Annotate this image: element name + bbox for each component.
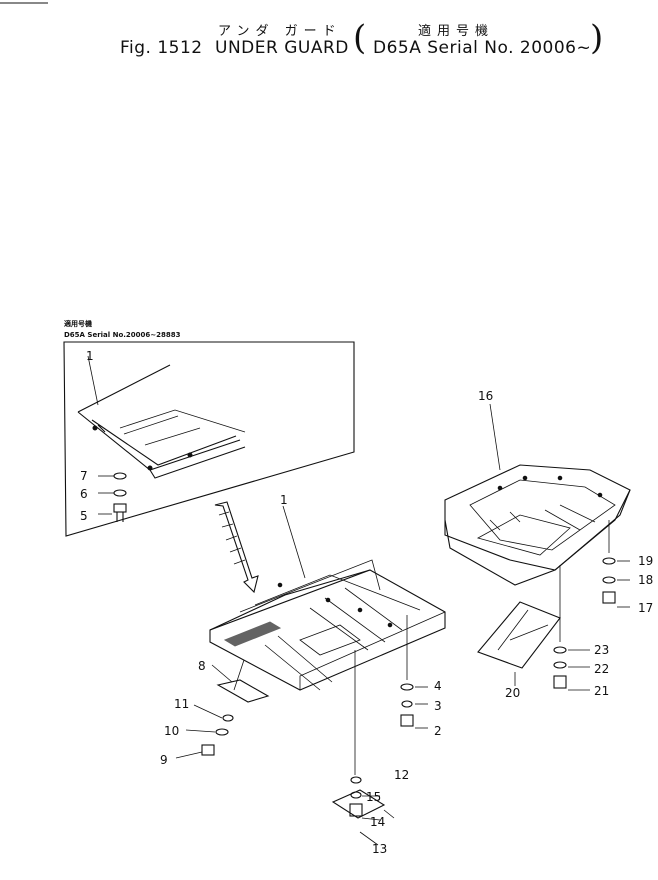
inset-bolt-hole: [187, 452, 193, 458]
plate-20: [477, 601, 561, 669]
callout-1: 1: [86, 349, 94, 363]
washer-3: [401, 700, 413, 708]
washer-10: [215, 728, 229, 736]
callout-2: 2: [434, 724, 442, 738]
inset-bolt-hole: [147, 465, 153, 471]
close-parenthesis: ): [590, 18, 604, 58]
inset-washer-6: [113, 489, 127, 497]
bolt-17: [602, 591, 616, 604]
inset-guard-rib: [119, 409, 246, 446]
callout-22: 22: [594, 662, 609, 676]
washer-19: [602, 557, 616, 565]
washer-15: [350, 776, 362, 784]
callout-17: 17: [638, 601, 653, 615]
figure-title: UNDER GUARD: [215, 38, 349, 58]
inset-japanese-label: 適用号機: [64, 319, 92, 328]
main-under-guard: [209, 505, 446, 691]
open-parenthesis: (: [353, 18, 367, 58]
callout-13: 13: [372, 842, 387, 856]
callout-5: 5: [80, 509, 88, 523]
callout-3: 3: [434, 699, 442, 713]
washer-14: [350, 791, 362, 799]
inset-bolt-hole: [92, 425, 98, 431]
detail-arrow: [214, 501, 259, 594]
callout-23: 23: [594, 643, 609, 657]
washer-4: [400, 683, 414, 691]
washer-18: [602, 576, 616, 584]
callout-9: 9: [160, 753, 168, 767]
callout-14: 14: [370, 815, 385, 829]
washer-11: [222, 714, 234, 722]
serial-range: D65A Serial No. 20006~: [373, 38, 592, 58]
callout-21: 21: [594, 684, 609, 698]
inset-washer-7: [113, 472, 127, 480]
callout-11: 11: [174, 697, 189, 711]
callout-10: 10: [164, 724, 179, 738]
figure-number: Fig. 1512: [120, 38, 203, 58]
callout-15: 15: [366, 790, 381, 804]
leader-1-inset: [87, 355, 99, 406]
japanese-applicable-models: 適用号機: [418, 24, 495, 39]
japanese-title: アンダ ガード: [218, 24, 342, 39]
bolt-21: [553, 675, 567, 689]
callout-20: 20: [505, 686, 520, 700]
bolt-2: [400, 714, 414, 727]
callout-16: 16: [478, 389, 493, 403]
leader-1: [282, 505, 306, 579]
callout-7: 7: [80, 469, 88, 483]
inset-serial-label: D65A Serial No.20006~28883: [64, 331, 181, 339]
inset-frame: [63, 341, 355, 537]
callout-1: 1: [280, 493, 288, 507]
bolt-9: [201, 744, 215, 756]
callout-19: 19: [638, 554, 653, 568]
plate-8: [216, 679, 270, 703]
callout-18: 18: [638, 573, 653, 587]
inset-detail: 適用号機 D65A Serial No.20006~28883: [63, 319, 355, 537]
rear-guard-16: [444, 403, 631, 586]
callout-4: 4: [434, 679, 442, 693]
callout-6: 6: [80, 487, 88, 501]
washer-23: [553, 646, 567, 654]
callout-8: 8: [198, 659, 206, 673]
inset-bolt-head-5: [113, 503, 127, 513]
callout-12: 12: [394, 768, 409, 782]
washer-22: [553, 661, 567, 669]
bolt-13: [349, 803, 363, 817]
